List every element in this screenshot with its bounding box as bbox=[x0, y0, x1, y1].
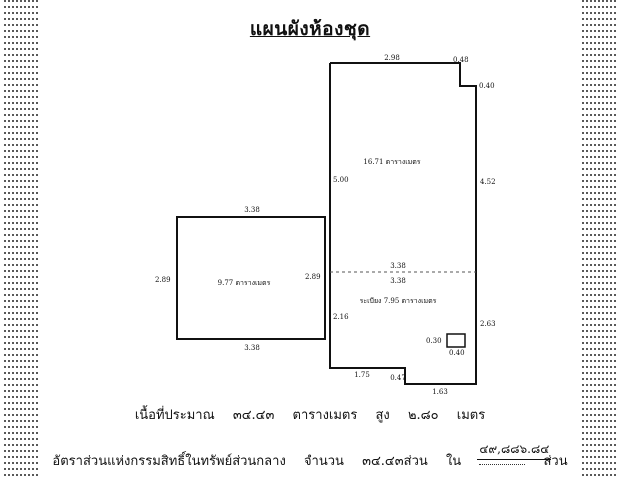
height-value: ๒.๘๐ bbox=[407, 408, 439, 423]
ratio-value: ๓๔.๔๓ bbox=[362, 454, 404, 469]
room-left-dim-right: 2.89 bbox=[305, 273, 321, 281]
ratio-part: ส่วน bbox=[403, 454, 428, 469]
divider-dim-top: 3.38 bbox=[390, 262, 406, 270]
room-right-area-upper: 16.71 ตารางเมตร bbox=[363, 158, 420, 166]
room-right-dim-bottom-left: 1.75 bbox=[354, 371, 370, 379]
room-right-dim-right-lower: 2.63 bbox=[480, 320, 496, 328]
ratio-in: ใน bbox=[445, 454, 462, 469]
room-left-dim-left: 2.89 bbox=[155, 276, 171, 284]
height-unit: เมตร bbox=[456, 408, 486, 423]
area-value: ๓๔.๔๓ bbox=[232, 408, 275, 423]
room-right-dim-left-upper: 5.00 bbox=[333, 176, 349, 184]
room-right-dim-bottom-right: 1.63 bbox=[432, 388, 448, 396]
left-border-pattern bbox=[4, 0, 38, 480]
area-unit: ตารางเมตร bbox=[292, 408, 358, 423]
room-left-area: 9.77 ตารางเมตร bbox=[218, 279, 271, 287]
footer-area-line: เนื้อที่ประมาณ ๓๔.๔๓ ตารางเมตร สูง ๒.๘๐ … bbox=[0, 404, 620, 425]
height-label: สูง bbox=[375, 408, 390, 423]
ratio-denominator: ๔๙,๘๘๖.๘๔ bbox=[477, 440, 552, 460]
room-left-dim-bottom: 3.38 bbox=[244, 344, 260, 352]
room-right-dim-notch-side: 0.40 bbox=[479, 82, 495, 90]
room-left-outline bbox=[176, 216, 326, 340]
room-right-dim-top: 2.98 bbox=[384, 54, 400, 62]
room-right-dim-notch-top: 0.48 bbox=[453, 56, 469, 64]
ratio-part-end: ส่วน bbox=[543, 454, 568, 469]
ratio-count-label: จำนวน bbox=[303, 454, 344, 469]
room-left-dim-top: 3.38 bbox=[244, 206, 260, 214]
area-label: เนื้อที่ประมาณ bbox=[134, 408, 215, 423]
ratio-denominator-block: ๔๙,๘๘๖.๘๔ bbox=[477, 442, 552, 469]
room-right-outline bbox=[329, 62, 477, 385]
footer-ratio-line: อัตราส่วนแห่งกรรมสิทธิ์ในทรัพย์ส่วนกลาง … bbox=[0, 442, 620, 471]
column-box bbox=[446, 333, 466, 348]
ratio-label: อัตราส่วนแห่งกรรมสิทธิ์ในทรัพย์ส่วนกลาง bbox=[52, 454, 286, 469]
balcony-area: ระเบียง 7.95 ตารางเมตร bbox=[360, 297, 437, 305]
column-dim-height: 0.40 bbox=[449, 349, 465, 357]
divider-dim-bottom: 3.38 bbox=[390, 277, 406, 285]
plan-title: แผนผังห้องชุด bbox=[249, 18, 371, 40]
room-right-dim-right-upper: 4.52 bbox=[480, 178, 496, 186]
room-right-dim-step: 0.47 bbox=[390, 374, 406, 382]
right-border-pattern bbox=[582, 0, 616, 480]
room-right-dim-left-lower: 2.16 bbox=[333, 313, 349, 321]
column-dim-width: 0.30 bbox=[426, 337, 442, 345]
